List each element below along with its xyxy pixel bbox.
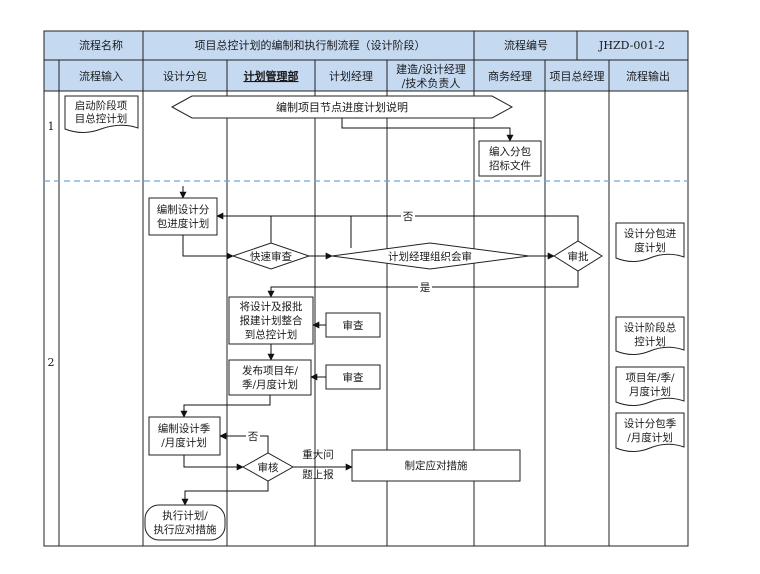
doc-text: 设计阶段总: [624, 321, 677, 334]
box-text: 将设计及报批: [240, 300, 303, 313]
box-text: 包进度计划: [157, 217, 210, 230]
doc-text: 设计分包进: [624, 227, 677, 240]
edge-label-bg: [418, 280, 432, 293]
output-sub-season-plan-doc: 设计分包季 /月度计划: [615, 412, 685, 452]
document-shape: [615, 316, 685, 355]
edge-audit-to-execute: [181, 481, 269, 506]
lane-header-input: 流程输入: [79, 69, 123, 83]
header-band: 流程名称 项目总控计划的编制和执行制流程（设计阶段） 流程编号 JHZD-001…: [43, 30, 689, 92]
doc-text: /月度计划: [627, 431, 673, 444]
input-start-plan-doc: 启动阶段项 目总控计划: [64, 95, 139, 133]
edge-label-no-top: 否: [403, 211, 414, 223]
lane-header-design-sub: 设计分包: [163, 70, 207, 83]
lane-header-business: 商务经理: [488, 69, 532, 83]
doc-text: 度计划: [634, 241, 666, 254]
publish-step: 发布项目年/ 季/月度计划: [228, 359, 312, 396]
edge-label-no-bottom: 否: [248, 431, 259, 443]
document-shape: [615, 412, 685, 452]
bid-docs-step: 编入分包 招标文件: [478, 140, 542, 177]
lane-header-output: 流程输出: [626, 69, 670, 83]
edge-prep-to-bid-docs: [341, 118, 514, 142]
edge-label-escalate: 题上报: [302, 468, 334, 481]
integrate-step: 将设计及报批 报建计划整合 到总控计划: [228, 296, 314, 345]
process-name: 项目总控计划的编制和执行制流程（设计阶段）: [195, 38, 426, 52]
box-text: /月度计划: [161, 436, 207, 449]
box-text: 招标文件: [489, 159, 531, 172]
terminator-text: 执行计划/: [162, 509, 208, 522]
lane-header-construct-line1: 建造/设计经理: [396, 62, 466, 76]
box-text: 到总控计划: [245, 328, 298, 341]
edge-publish-to-season-plan: [180, 395, 271, 418]
lane-header-plan-manager: 计划经理: [329, 70, 373, 83]
edge-no-back-to-sub-plan: [216, 212, 579, 241]
box-text: 编入分包: [489, 145, 531, 158]
season-plan-step: 编制设计季 /月度计划: [148, 416, 221, 456]
decision-text: 审核: [258, 461, 279, 474]
box-text: 编制设计季: [158, 422, 211, 435]
sub-plan-step: 编制设计分 包进度计划: [148, 197, 218, 236]
prep-text: 编制项目节点进度计划说明: [276, 100, 408, 114]
document-shape: [615, 366, 685, 406]
output-design-stage-plan-doc: 设计阶段总 控计划: [615, 316, 685, 355]
terminator-text: 执行应对措施: [154, 523, 217, 536]
meeting-review-decision: 计划经理组织会审: [331, 242, 530, 270]
review-a-step: 审查: [325, 312, 381, 338]
lane-header-construct-line2: /技术负责人: [402, 76, 461, 90]
review-b-step: 审查: [325, 364, 381, 390]
prep-step: 编制项目节点进度计划说明: [170, 95, 514, 119]
header-fill-lanes: [43, 59, 689, 92]
process-name-label: 流程名称: [79, 38, 123, 52]
edge-label-escalate: 重大问: [302, 448, 334, 461]
edge-labels: 否 是 否 重大问 题上报: [246, 209, 432, 481]
lane-header-plan-dept: 计划管理部: [244, 69, 299, 83]
box-text: 报建计划整合: [240, 314, 303, 327]
doc-text: 目总控计划: [75, 112, 128, 125]
lane-headers: 流程输入 设计分包 计划管理部 计划经理 建造/设计经理 /技术负责人 商务经理…: [79, 62, 670, 90]
edge-label-bg: [401, 209, 415, 222]
execute-terminator: 执行计划/ 执行应对措施: [144, 504, 226, 541]
header-fill-top: [43, 30, 689, 61]
box-text: 审查: [343, 319, 364, 332]
box-text: 发布项目年/: [242, 364, 298, 377]
edge-season-plan-to-audit: [183, 455, 244, 471]
diagram-frame: [43, 59, 689, 547]
decision-text: 计划经理组织会审: [388, 250, 472, 263]
preparation-shape: [170, 95, 514, 119]
edge-sub-plan-to-quick-review: [182, 235, 234, 260]
decision-text: 快速审查: [250, 250, 292, 263]
process-number: JHZD-001-2: [598, 39, 665, 52]
output-design-sub-schedule-doc: 设计分包进 度计划: [615, 222, 685, 262]
edge-label-bg: [246, 429, 260, 442]
document-shape: [615, 222, 685, 262]
process-box: [325, 364, 381, 390]
doc-text: 设计分包季: [624, 417, 677, 430]
measures-step: 制定应对措施: [351, 449, 521, 482]
doc-text: 月度计划: [629, 385, 671, 398]
output-periodic-plan-doc: 项目年/季/ 月度计划: [615, 366, 685, 406]
edge-audit-no-back: [219, 432, 269, 453]
process-box: [325, 312, 381, 338]
edge-label-yes: 是: [420, 282, 431, 294]
doc-text: 控计划: [634, 335, 666, 348]
doc-text: 启动阶段项: [75, 99, 128, 112]
phase-number-2: 2: [48, 356, 55, 369]
decision-shape: [553, 240, 603, 272]
process-number-label: 流程编号: [504, 38, 548, 52]
audit-decision: 审核: [241, 452, 295, 482]
box-text: 季/月度计划: [242, 378, 298, 391]
phase-number-1: 1: [48, 120, 55, 133]
process-box: [148, 416, 221, 456]
decision-text: 审批: [568, 250, 589, 263]
box-text: 编制设计分: [157, 203, 210, 216]
box-text: 制定应对措施: [405, 459, 468, 472]
doc-text: 项目年/季/: [625, 371, 675, 384]
quick-review-decision: 快速审查: [231, 242, 311, 270]
approve-decision: 审批: [553, 240, 603, 272]
lane-header-gm: 项目总经理: [550, 69, 605, 83]
box-text: 审查: [343, 371, 364, 384]
document-shape: [64, 95, 139, 133]
